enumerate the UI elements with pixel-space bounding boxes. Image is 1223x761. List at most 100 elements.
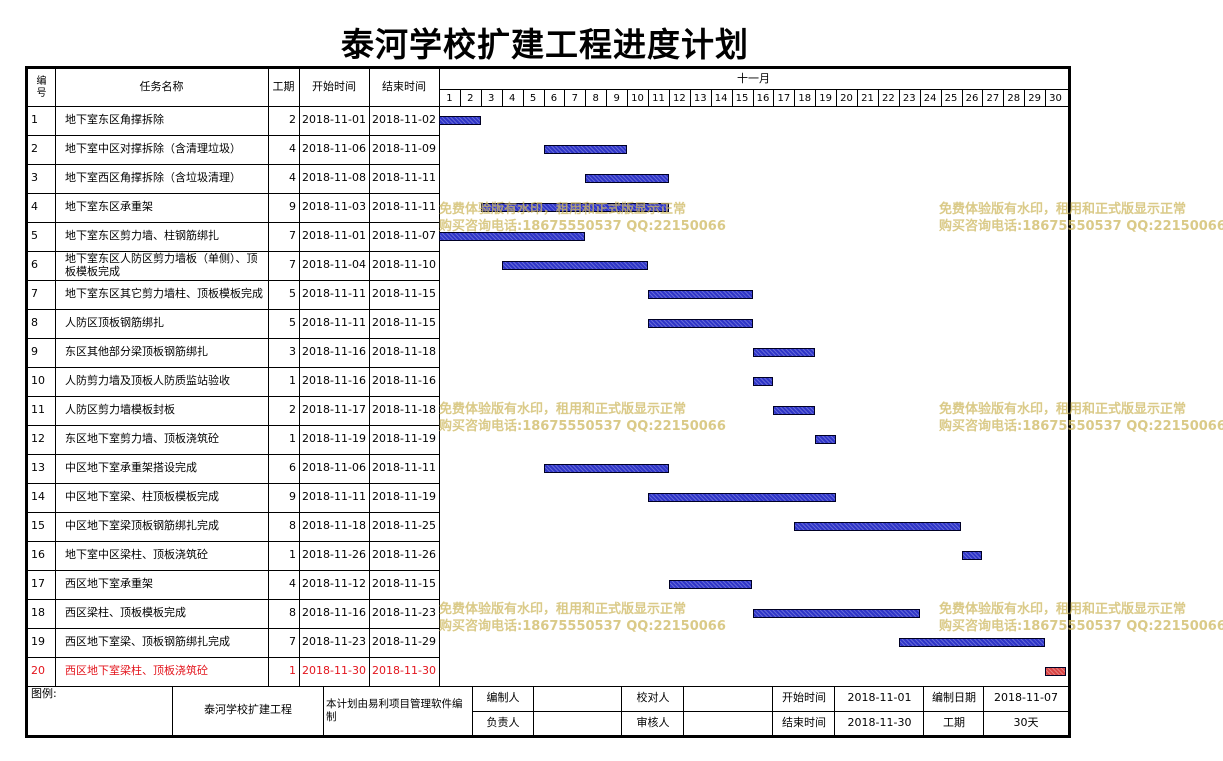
task-end: 2018-11-15 [372,577,436,591]
task-duration: 7 [289,258,296,272]
legend-label: 图例: [31,688,57,700]
task-id: 15 [31,519,45,533]
reviewer-label: 校对人 [636,691,670,705]
grid-line [55,69,56,686]
task-name: 人防区顶板钢筋绑扎 [65,316,164,330]
grid-line [28,512,439,513]
grid-line [28,541,439,542]
task-name: 地下室中区梁柱、顶板浇筑砼 [65,548,208,562]
grid-line [28,396,439,397]
gantt-bar [961,551,983,560]
grid-line [28,222,439,223]
watermark-line1: 免费体验版有水印，租用和正式版显示正常 [439,402,687,417]
day-label: 11 [652,93,665,104]
day-label: 17 [777,93,791,104]
day-label: 9 [613,93,620,104]
task-name: 西区梁柱、顶板模板完成 [65,606,186,620]
task-duration: 5 [289,316,296,330]
day-label: 29 [1028,93,1041,104]
gantt-bar [898,638,1046,647]
task-start: 2018-11-16 [302,606,366,620]
grid-line [899,89,900,106]
watermark: 免费体验版有水印，租用和正式版显示正常购买咨询电话:18675550537 QQ… [439,601,726,635]
grid-line [481,89,482,106]
watermark-line1: 免费体验版有水印，租用和正式版显示正常 [939,602,1187,617]
grid-line [941,89,942,106]
watermark-line1: 免费体验版有水印，租用和正式版显示正常 [939,402,1187,417]
grid-line [28,106,439,107]
gantt-bar [752,348,816,357]
grid-line [268,69,269,686]
task-start: 2018-11-19 [302,432,366,446]
grid-line [564,89,565,106]
grid-line [773,89,774,106]
day-label: 22 [881,93,895,104]
day-label: 25 [944,93,958,104]
col-header-id: 编号 [36,76,47,99]
gantt-bar [543,464,669,473]
grid-line [523,89,524,106]
grid-line [502,89,503,106]
task-duration: 8 [289,606,296,620]
day-label: 5 [529,93,537,104]
grid-line [28,251,439,252]
day-label: 14 [714,93,728,104]
task-duration: 9 [289,490,296,504]
task-start: 2018-11-06 [302,142,366,156]
grid-line [772,686,773,735]
task-start: 2018-11-11 [302,316,366,330]
day-label: 4 [508,93,516,104]
task-id: 19 [31,635,45,649]
gantt-bar [648,493,837,502]
day-label: 16 [756,93,770,104]
task-id: 5 [31,229,38,243]
task-end: 2018-11-15 [372,316,436,330]
task-duration: 1 [289,664,296,678]
gantt-bar [439,116,481,125]
task-end: 2018-11-09 [372,142,436,156]
col-header-name: 任务名称 [139,80,184,94]
day-label: 2 [467,93,474,104]
col-header-duration: 工期 [272,80,295,94]
grid-line [1068,69,1069,686]
gantt-bar [1045,667,1066,676]
grid-line [472,686,473,735]
task-end: 2018-11-11 [372,461,436,475]
task-id: 10 [31,374,45,388]
grid-line [544,89,545,106]
task-end: 2018-11-18 [372,403,436,417]
day-label: 6 [550,93,558,104]
task-end: 2018-11-30 [372,664,436,678]
task-name: 人防区剪力墙模板封板 [65,403,175,417]
gantt-bar [480,203,669,212]
task-id: 13 [31,461,45,475]
task-duration: 4 [289,577,296,591]
grid-line [28,599,439,600]
task-id: 16 [31,548,45,562]
grid-line [815,89,816,106]
duration-value: 30天 [1013,715,1039,729]
task-start: 2018-11-03 [302,200,366,214]
task-id: 9 [31,345,38,359]
grid-line [28,280,439,281]
task-id: 2 [31,142,38,156]
task-id: 7 [31,287,38,301]
grid-line [28,425,439,426]
task-start: 2018-11-16 [302,345,366,359]
task-duration: 3 [289,345,296,359]
task-duration: 7 [289,635,296,649]
grid-line [794,89,795,106]
task-end: 2018-11-19 [372,490,436,504]
col-header-end: 结束时间 [382,80,426,94]
task-name: 地下室西区角撑拆除（含垃圾清理） [65,171,241,185]
gantt-bar [648,319,753,328]
grid-line [962,89,963,106]
grid-line [621,686,622,735]
grid-line [732,89,733,106]
day-label: 8 [592,93,599,104]
day-label: 26 [965,93,979,104]
task-start: 2018-11-12 [302,577,366,591]
grid-line [1003,89,1004,106]
gantt-bar [439,232,586,241]
